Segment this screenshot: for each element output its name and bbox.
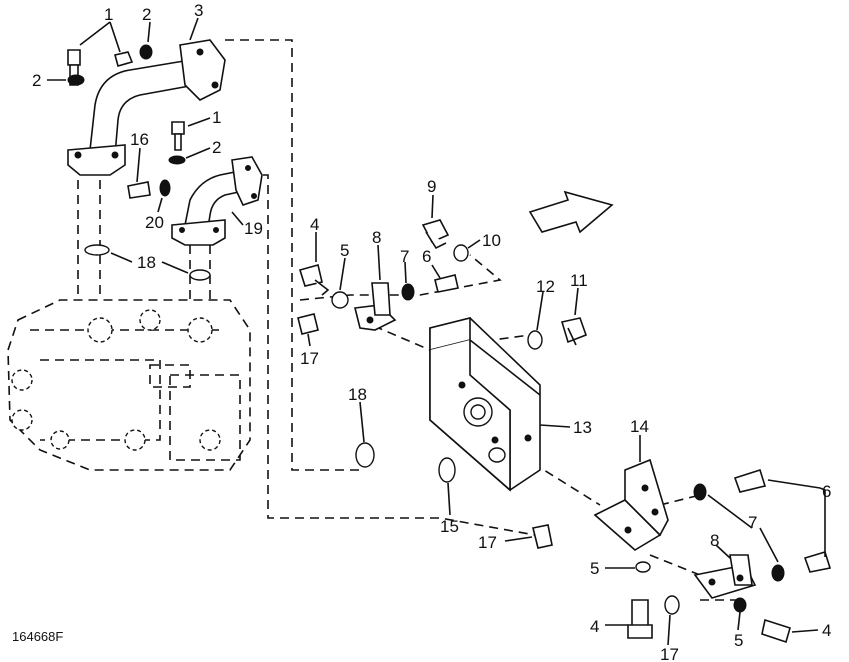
callout-labels: 1 2 3 1 2 16 20 19 18 2 4 5 8 9 10 7 6 1… <box>12 1 831 662</box>
callout: 4 <box>310 215 319 234</box>
callout: 7 <box>400 247 409 266</box>
callout: 5 <box>734 631 743 650</box>
callout: 4 <box>822 621 831 640</box>
callout-leaders <box>47 17 826 646</box>
elbow-tube-19 <box>171 156 263 246</box>
lower-hardware <box>532 468 832 644</box>
callout: 4 <box>590 617 599 636</box>
callout: 2 <box>142 5 151 24</box>
callout: 2 <box>32 71 41 90</box>
figure-code: 164668F <box>12 629 63 644</box>
callout: 9 <box>427 177 436 196</box>
callout: 13 <box>573 418 592 437</box>
callout: 2 <box>212 138 221 157</box>
o-ring-12 <box>527 330 543 350</box>
callout: 6 <box>822 482 831 501</box>
top-bolts-washers <box>67 44 211 281</box>
mounting-plate-13 <box>429 316 541 492</box>
bracket-8-upper <box>354 282 397 331</box>
o-ring-15 <box>438 457 456 483</box>
bracket-14 <box>593 458 669 551</box>
callout: 8 <box>372 228 381 247</box>
callout: 7 <box>748 513 757 532</box>
o-ring-10 <box>453 244 469 262</box>
control-valve-body <box>7 299 251 471</box>
upper-hardware <box>297 264 459 335</box>
callout: 6 <box>422 247 431 266</box>
o-ring-18 <box>355 442 375 468</box>
callout: 18 <box>137 253 156 272</box>
callout: 15 <box>440 517 459 536</box>
callout: 19 <box>244 219 263 238</box>
callout: 16 <box>130 130 149 149</box>
callout: 14 <box>630 417 649 436</box>
direction-arrow <box>528 190 614 234</box>
bracket-8-lower <box>693 554 757 599</box>
callout: 18 <box>348 385 367 404</box>
callout: 8 <box>710 531 719 550</box>
callout: 20 <box>145 213 164 232</box>
callout: 5 <box>340 241 349 260</box>
callout: 17 <box>300 349 319 368</box>
callout: 11 <box>570 271 588 290</box>
fittings <box>421 219 588 346</box>
callout: 17 <box>660 645 679 662</box>
elbow-tube-3 <box>67 39 226 176</box>
callout: 10 <box>482 231 501 250</box>
callout: 17 <box>478 533 497 552</box>
callout: 3 <box>194 1 203 20</box>
callout: 1 <box>212 108 221 127</box>
callout: 12 <box>536 277 555 296</box>
callout: 5 <box>590 559 599 578</box>
callout: 1 <box>104 5 113 24</box>
